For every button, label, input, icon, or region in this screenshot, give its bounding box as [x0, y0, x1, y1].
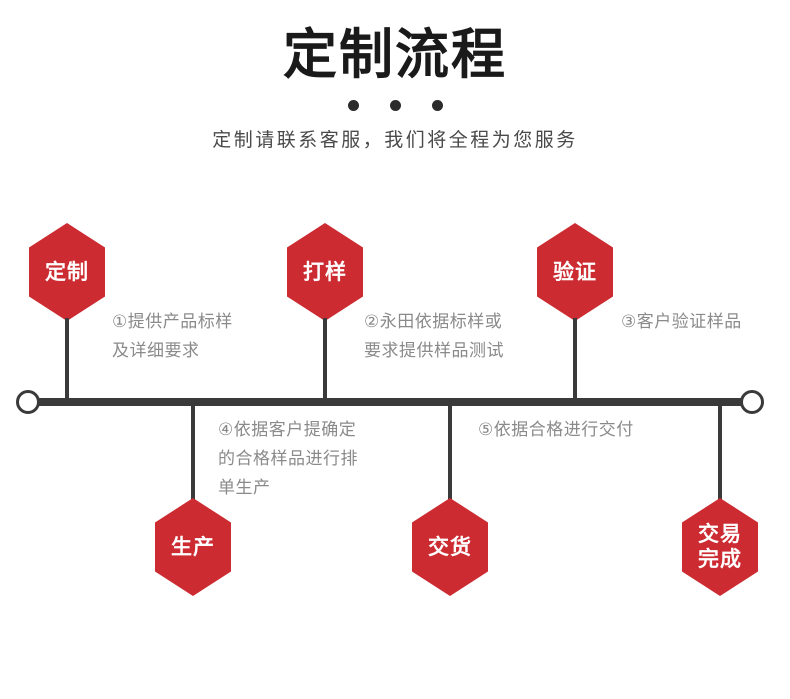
step-description-5: ⑤依据合格进行交付 — [478, 420, 634, 439]
dot-icon — [347, 99, 359, 111]
connector-stem-step-1 — [65, 318, 69, 398]
hexagon-badge-step-1[interactable]: 定制 — [29, 223, 105, 321]
step-description-1: ①提供产品标样 及详细要求 — [112, 312, 233, 360]
hexagon-badge-step-5[interactable]: 交货 — [412, 498, 488, 596]
timeline-axis — [32, 398, 758, 406]
dot-separator — [347, 98, 443, 112]
timeline-left-endpoint-icon — [16, 390, 40, 414]
hexagon-label-step-3: 验证 — [553, 260, 597, 284]
hexagon-label-step-6: 交易 完成 — [698, 523, 742, 571]
hexagon-badge-step-2[interactable]: 打样 — [287, 223, 363, 321]
dot-icon — [431, 99, 443, 111]
connector-stem-step-5 — [448, 406, 452, 504]
dot-icon — [389, 99, 401, 111]
connector-stem-step-3 — [573, 318, 577, 398]
connector-stem-step-2 — [323, 318, 327, 398]
hexagon-badge-step-4[interactable]: 生产 — [155, 498, 231, 596]
page-title: 定制流程 — [283, 25, 507, 85]
step-description-4: ④依据客户提确定 的合格样品进行排 单生产 — [218, 420, 358, 497]
hexagon-label-step-4: 生产 — [171, 535, 215, 559]
page-subtitle: 定制请联系客服，我们将全程为您服务 — [212, 130, 578, 151]
step-description-3: ③客户验证样品 — [621, 312, 742, 331]
header: 定制流程 定制请联系客服，我们将全程为您服务 — [0, 0, 790, 154]
hexagon-badge-step-3[interactable]: 验证 — [537, 223, 613, 321]
hexagon-label-step-5: 交货 — [428, 535, 472, 559]
step-description-2: ②永田依据标样或 要求提供样品测试 — [364, 312, 504, 360]
hexagon-label-step-2: 打样 — [303, 260, 347, 284]
connector-stem-step-4 — [191, 406, 195, 504]
timeline-right-endpoint-icon — [740, 390, 764, 414]
hexagon-label-step-1: 定制 — [45, 260, 89, 284]
connector-stem-step-6 — [718, 406, 722, 504]
hexagon-badge-step-6[interactable]: 交易 完成 — [682, 498, 758, 596]
